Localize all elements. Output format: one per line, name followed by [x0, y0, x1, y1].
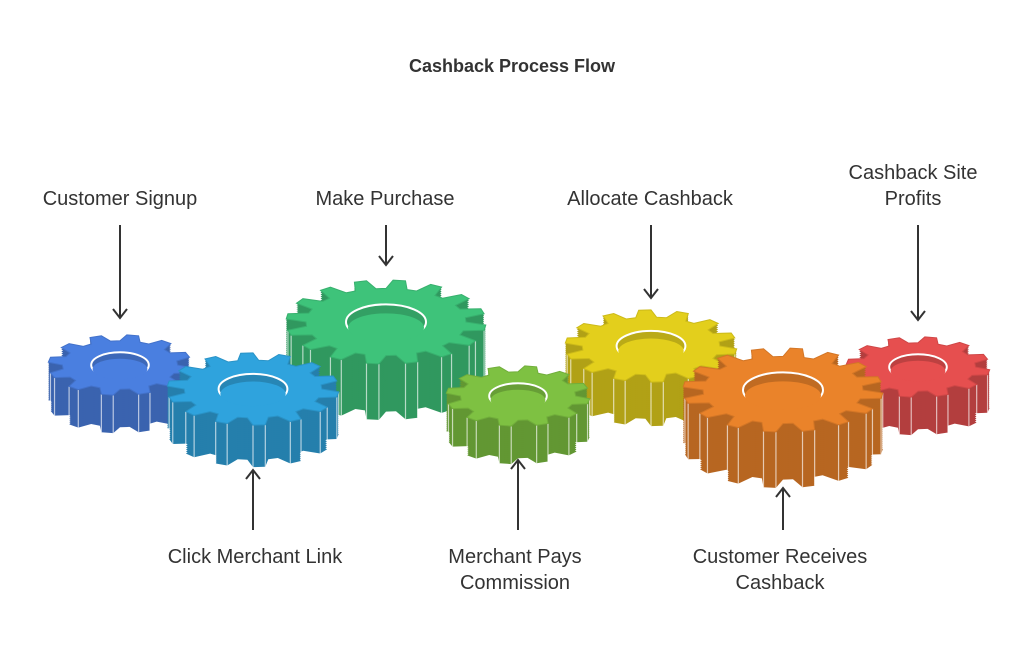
label-line: Cashback Site	[848, 162, 978, 184]
arrow-make-purchase	[378, 225, 394, 267]
gear-allocate-cashback-hole-inner	[618, 338, 684, 364]
gear-cashback-site-profits-hole-inner	[890, 360, 946, 382]
label-make-purchase: Make Purchase	[285, 186, 485, 212]
gear-customer-receives-cashback-side-lines	[684, 392, 884, 488]
label-click-merchant-link: Click Merchant Link	[145, 544, 365, 570]
label-line: Make Purchase	[315, 188, 455, 210]
label-customer-receives-cashback: Customer Receives Cashback	[670, 544, 890, 596]
arrow-click-merchant-link	[245, 468, 261, 530]
gear-customer-receives-cashback-hole-inner	[745, 381, 821, 410]
label-line: Customer Signup	[42, 188, 198, 210]
label-line: Merchant Pays	[448, 546, 582, 568]
label-line: Profits	[884, 188, 942, 210]
arrow-cashback-site-profits	[910, 225, 926, 322]
label-line: Cashback	[735, 572, 825, 594]
arrow-customer-signup	[112, 225, 128, 320]
arrow-merchant-pays-commission	[510, 458, 526, 530]
label-line: Customer Receives	[692, 546, 868, 568]
label-allocate-cashback: Allocate Cashback	[540, 186, 760, 212]
gear-merchant-pays-commission-hole-inner	[490, 389, 546, 411]
label-line: Commission	[459, 572, 571, 594]
label-customer-signup: Customer Signup	[20, 186, 220, 212]
gear-click-merchant-link-hole-inner	[220, 381, 286, 407]
gear-click-merchant-link-side-lines	[168, 391, 340, 468]
label-line: Allocate Cashback	[567, 188, 733, 210]
gear-customer-signup	[47, 334, 193, 434]
gear-make-purchase-hole-inner	[348, 313, 424, 342]
arrow-customer-receives-cashback	[775, 486, 791, 530]
diagram-title: Cashback Process Flow	[408, 56, 616, 76]
gear-customer-signup-hole-inner	[92, 358, 148, 380]
gear-click-merchant-link	[166, 352, 340, 468]
gear-customer-receives-cashback	[682, 347, 884, 488]
label-line: Click Merchant Link	[167, 546, 343, 568]
arrow-allocate-cashback	[643, 225, 659, 300]
label-merchant-pays-commission: Merchant Pays Commission	[415, 544, 615, 596]
gear-merchant-pays-commission	[445, 365, 591, 465]
gear-merchant-pays-commission-side-lines	[447, 398, 591, 465]
label-cashback-site-profits: Cashback Site Profits	[813, 160, 1013, 212]
